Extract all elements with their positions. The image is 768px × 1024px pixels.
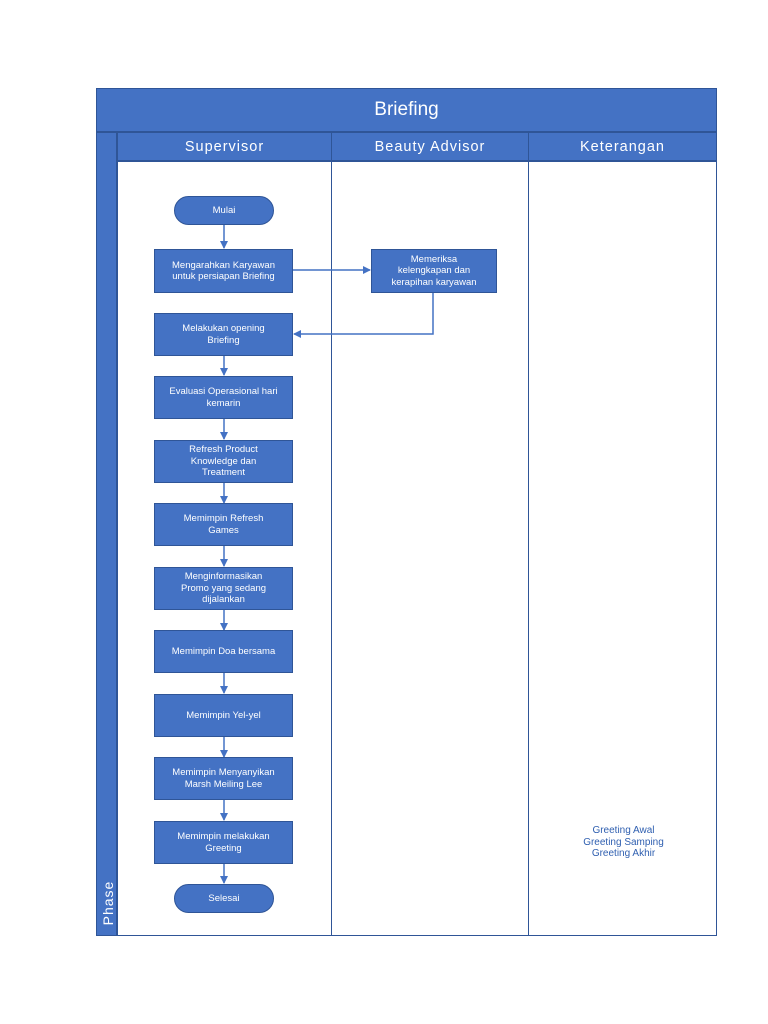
arrow-b1-to-s2 — [293, 292, 434, 338]
lane-header-beauty-advisor: Beauty Advisor — [331, 132, 529, 161]
keterangan-note: Greeting Awal Greeting Samping Greeting … — [583, 825, 664, 859]
lane-header-keterangan: Keterangan — [528, 132, 717, 161]
process-evaluasi-operasional: Evaluasi Operasional hari kemarin — [154, 376, 293, 419]
phase-column: Phase — [96, 132, 117, 936]
process-refresh-games: Memimpin Refresh Games — [154, 503, 293, 546]
process-mengarahkan-karyawan: Mengarahkan Karyawan untuk persiapan Bri… — [154, 249, 293, 293]
swimlane-diagram: Briefing Phase Supervisor Beauty Advisor… — [96, 88, 717, 936]
start-terminal: Mulai — [174, 196, 274, 225]
process-refresh-product-knowledge: Refresh Product Knowledge dan Treatment — [154, 440, 293, 483]
process-yel-yel: Memimpin Yel-yel — [154, 694, 293, 737]
process-informasi-promo: Menginformasikan Promo yang sedang dijal… — [154, 567, 293, 610]
process-marsh-meiling-lee: Memimpin Menyanyikan Marsh Meiling Lee — [154, 757, 293, 800]
process-memeriksa-kelengkapan: Memeriksa kelengkapan dan kerapihan kary… — [371, 249, 497, 293]
diagram-title: Briefing — [96, 88, 717, 132]
process-doa-bersama: Memimpin Doa bersama — [154, 630, 293, 673]
process-opening-briefing: Melakukan opening Briefing — [154, 313, 293, 356]
connector-arrows — [220, 225, 434, 884]
process-greeting: Memimpin melakukan Greeting — [154, 821, 293, 864]
lane-keterangan — [528, 161, 717, 936]
end-terminal: Selesai — [174, 884, 274, 913]
